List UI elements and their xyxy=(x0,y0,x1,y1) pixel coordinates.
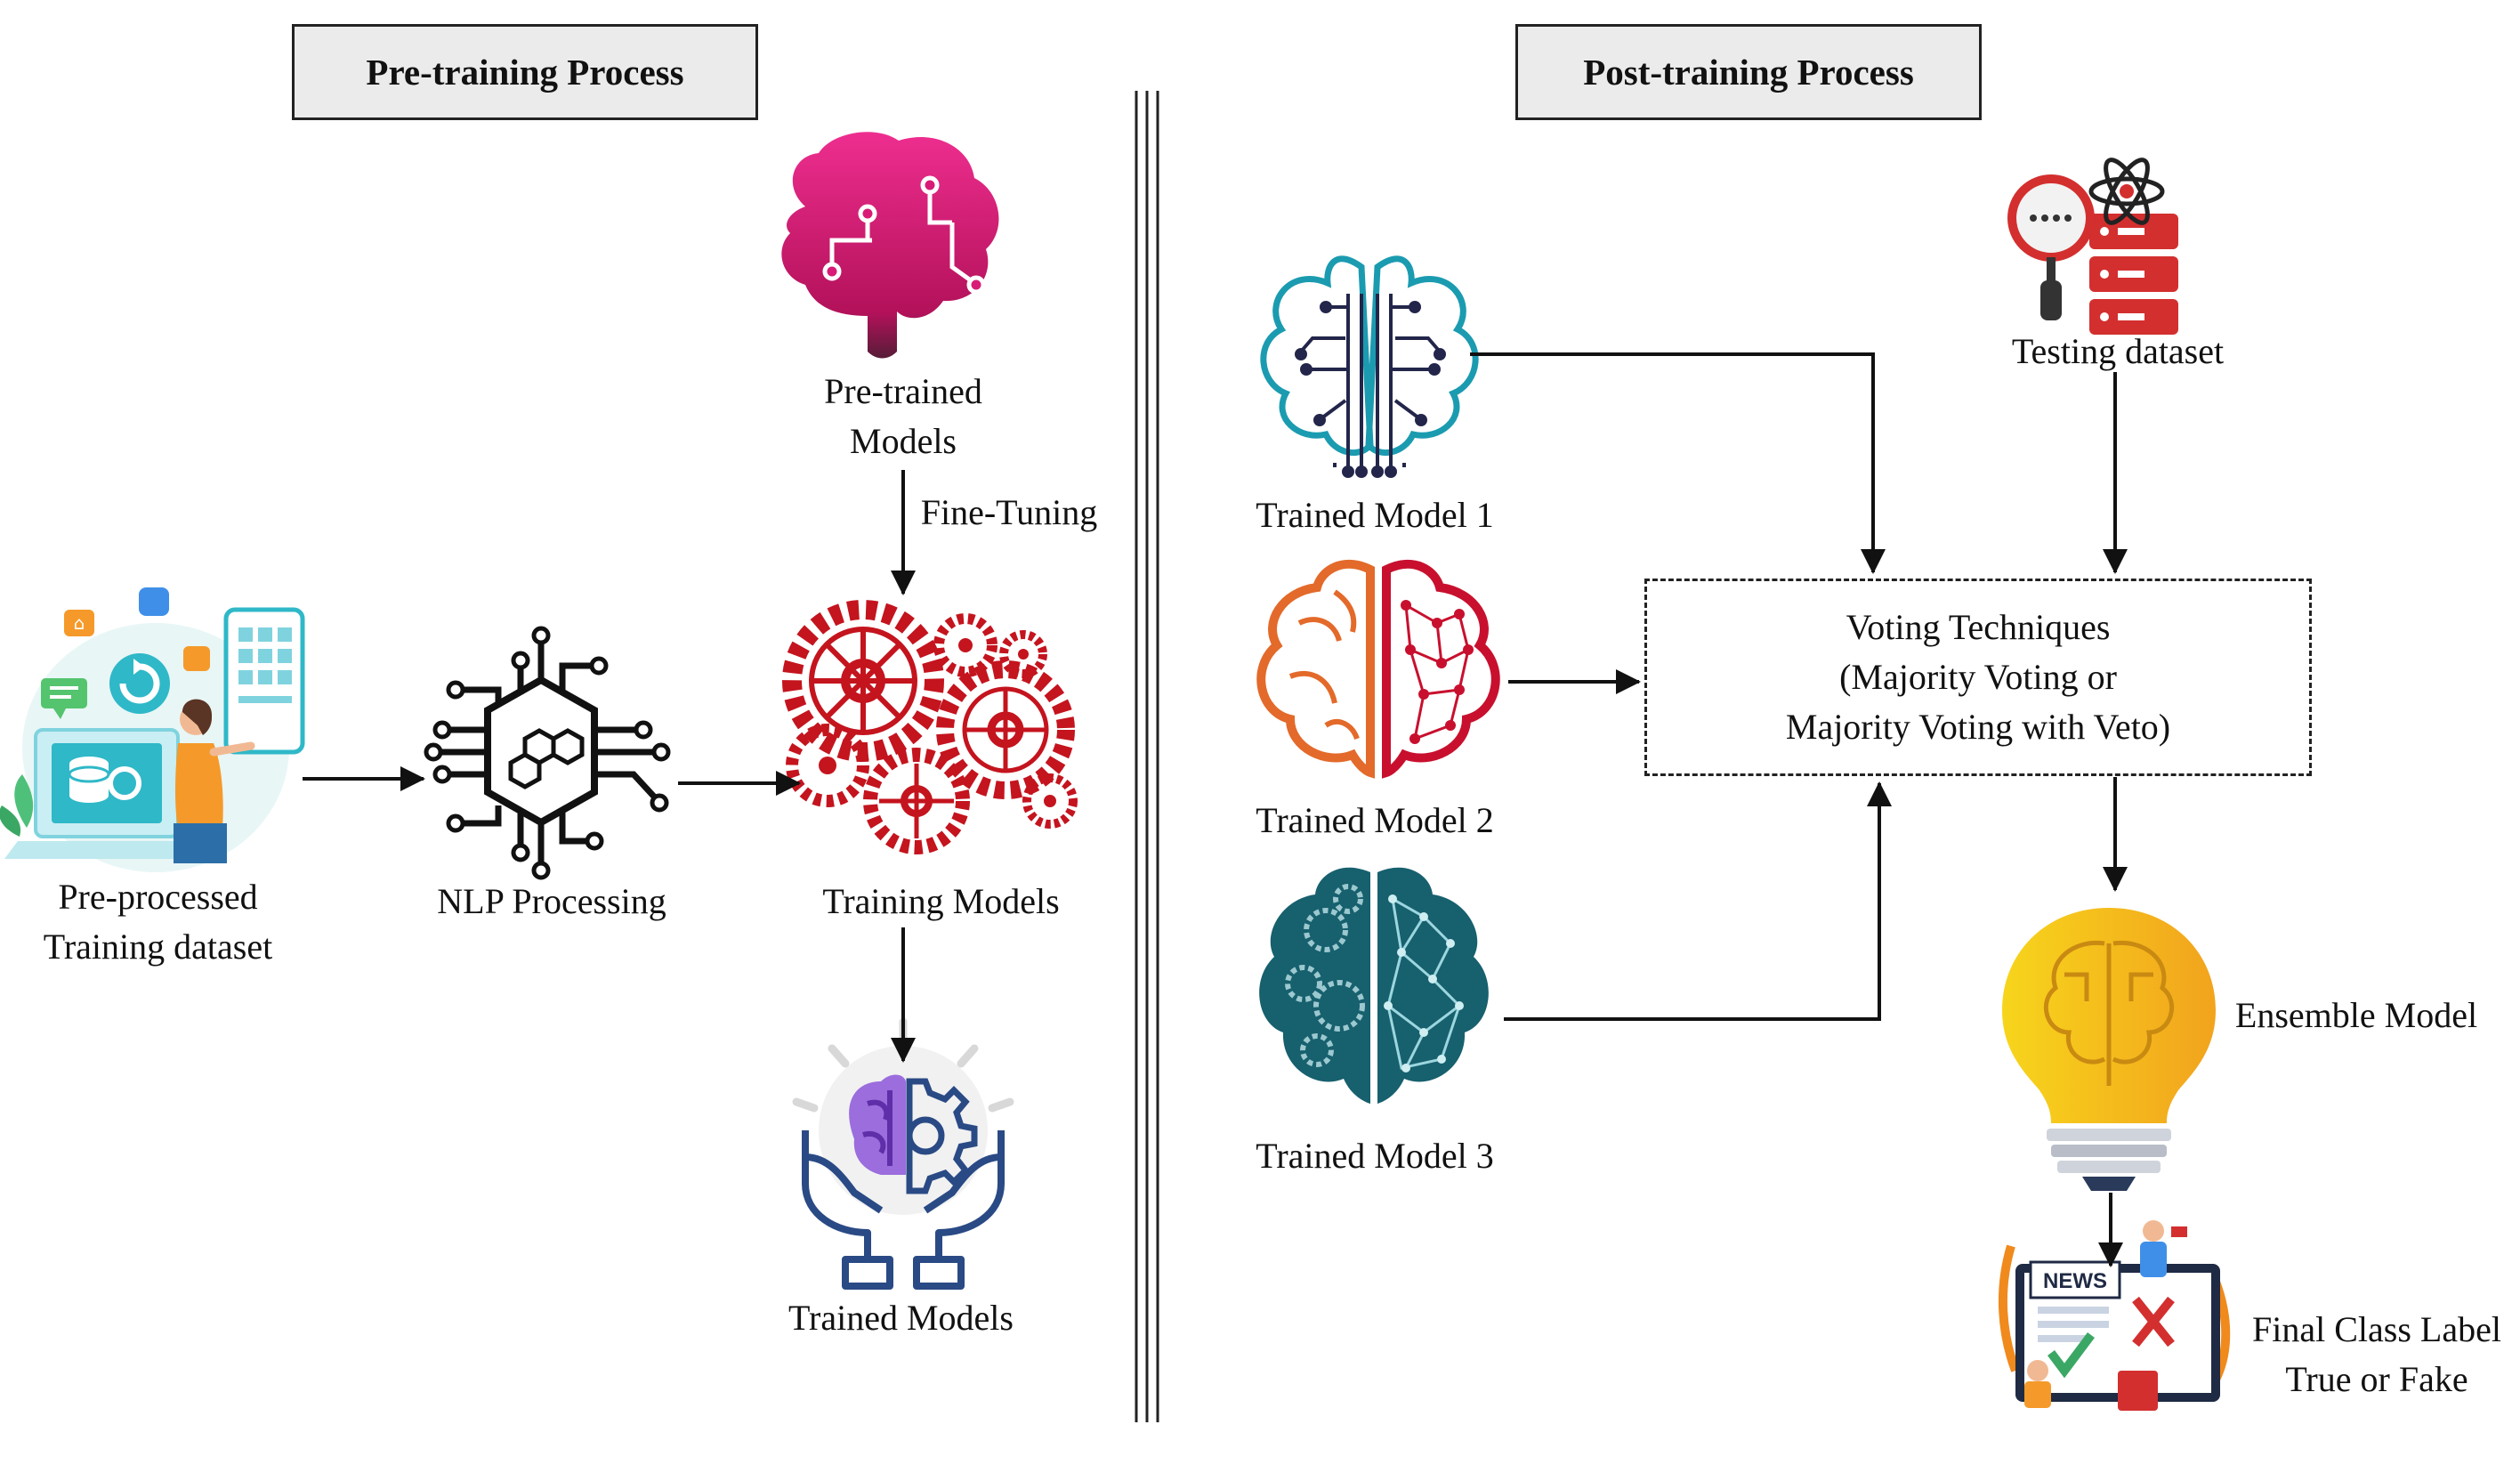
testing-dataset-icon xyxy=(2007,158,2178,335)
post-training-header: Post-training Process xyxy=(1515,24,1982,120)
ensemble-label: Ensemble Model xyxy=(2234,995,2478,1035)
arrow-model3-to-voting xyxy=(1504,781,1892,1021)
trained-label: Trained Models xyxy=(788,1298,1014,1338)
nlp-chip-icon xyxy=(440,643,657,863)
model1-label: Trained Model 1 xyxy=(1256,495,1494,535)
trained-model-1-icon xyxy=(1260,255,1479,478)
voting-line-3: Majority Voting with Veto) xyxy=(1785,707,2171,747)
training-gears-icon xyxy=(782,600,1078,854)
fine-tuning-label: Fine-Tuning xyxy=(920,492,1098,532)
pretrained-label-line2: Models xyxy=(850,421,957,461)
final-class-label-line2: True or Fake xyxy=(2285,1359,2468,1399)
testing-label: Testing dataset xyxy=(2011,331,2225,371)
trained-model-2-icon xyxy=(1256,559,1500,779)
dataset-label: Pre-processed Training dataset xyxy=(0,872,316,972)
news-illustration-icon: NEWS xyxy=(1998,1220,2231,1411)
post-training-header-text: Post-training Process xyxy=(1583,52,1914,93)
model3-label: Trained Model 3 xyxy=(1256,1136,1494,1176)
training-dataset-illustration: ⌂ xyxy=(0,587,305,872)
dataset-label-line2: Training dataset xyxy=(43,927,273,967)
trained-models-icon xyxy=(792,1017,1014,1290)
model2-label: Trained Model 2 xyxy=(1256,800,1494,840)
pretrained-label-line1: Pre-trained xyxy=(824,371,982,411)
pre-training-header: Pre-training Process xyxy=(292,24,758,120)
voting-line-1: Voting Techniques xyxy=(1846,607,2111,647)
pre-training-header-text: Pre-training Process xyxy=(366,52,684,93)
trained-model-3-icon xyxy=(1259,867,1489,1104)
pretrained-label: Pre-trained Models xyxy=(770,367,1037,466)
voting-line-2: (Majority Voting or xyxy=(1839,657,2117,697)
dataset-label-line1: Pre-processed xyxy=(58,877,258,917)
connector-lines xyxy=(303,352,2128,1267)
final-class-label-line1: Final Class Label xyxy=(2252,1309,2501,1349)
nlp-chip-terminals xyxy=(424,626,671,880)
nlp-label: NLP Processing xyxy=(437,881,666,921)
voting-techniques-box: Voting Techniques (Majority Voting or Ma… xyxy=(1644,579,2312,776)
section-divider xyxy=(1135,91,1159,1422)
arrow-model1-to-voting xyxy=(1470,352,1886,574)
ensemble-bulb-icon xyxy=(2002,908,2216,1191)
training-label: Training Models xyxy=(822,881,1060,921)
pretrained-brain-icon xyxy=(781,132,999,359)
svg-text:⌂: ⌂ xyxy=(74,612,85,634)
news-text: NEWS xyxy=(2043,1269,2107,1293)
final-class-label: Final Class Label True or Fake xyxy=(2233,1305,2520,1404)
